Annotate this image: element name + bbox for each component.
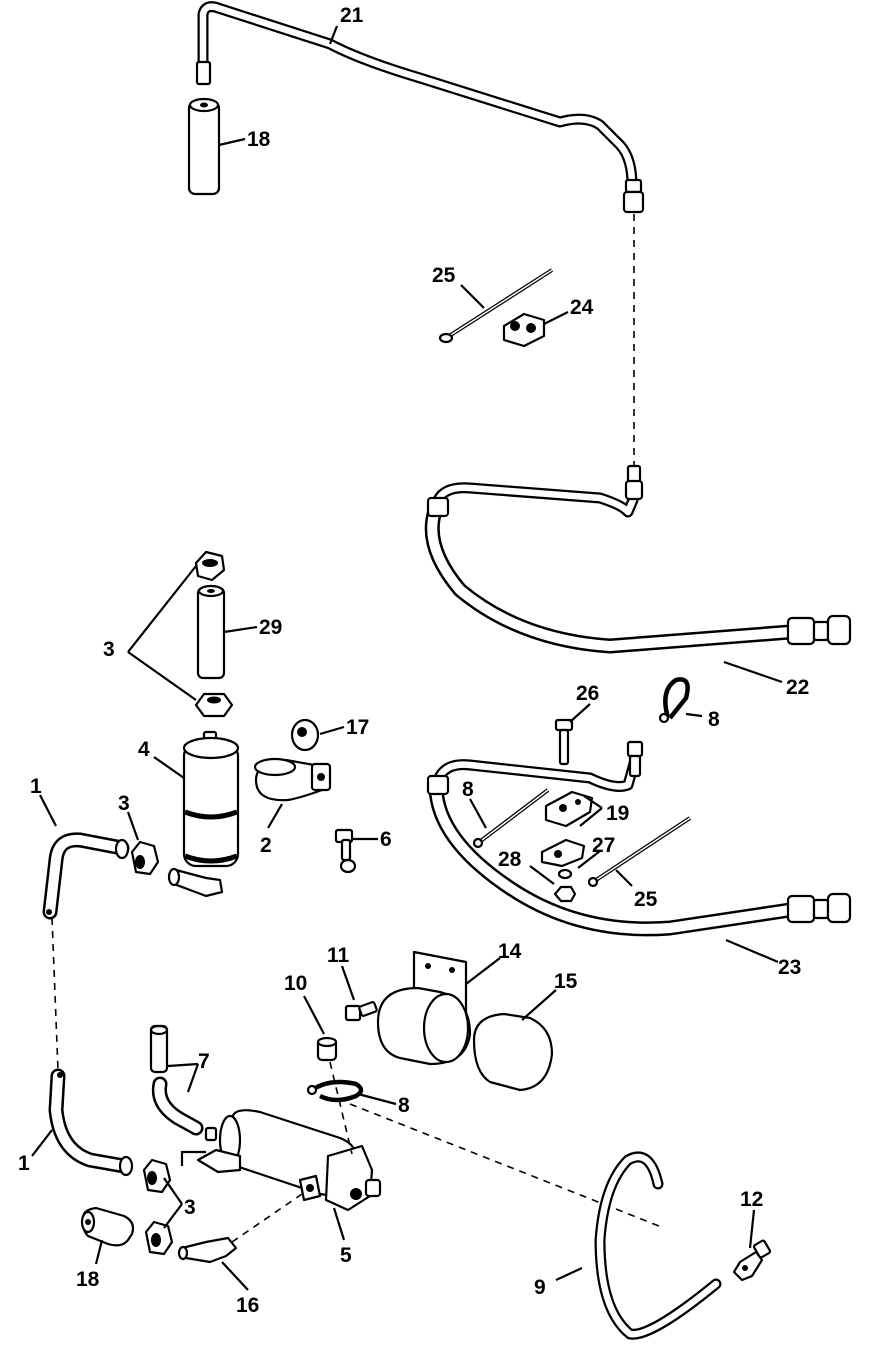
elbow-hose-1-top bbox=[42, 832, 130, 920]
callout-25-lower: 25 bbox=[634, 888, 658, 911]
assembly-line-pump-10 bbox=[329, 1061, 353, 1155]
vent-hose-9 bbox=[594, 1151, 722, 1340]
hose-29 bbox=[196, 584, 226, 680]
hose-clamp-19 bbox=[540, 790, 594, 868]
callout-26: 26 bbox=[576, 682, 599, 705]
callout-1-top: 1 bbox=[30, 775, 42, 798]
spacer-17 bbox=[290, 718, 320, 752]
callout-18-top: 18 bbox=[247, 128, 271, 151]
callout-7: 7 bbox=[198, 1050, 210, 1073]
screw-6 bbox=[334, 828, 357, 874]
fitting-12 bbox=[732, 1239, 772, 1282]
pump-bracket-14 bbox=[376, 950, 472, 1066]
callout-3-bottom: 3 bbox=[184, 1196, 196, 1219]
callout-17: 17 bbox=[346, 716, 369, 739]
fitting-3-lower bbox=[194, 692, 234, 718]
hose-clip-8-lower bbox=[306, 1079, 364, 1103]
hose-sleeve-18-bottom bbox=[80, 1206, 135, 1247]
bolt-26 bbox=[554, 718, 574, 766]
callout-28: 28 bbox=[498, 848, 522, 871]
assembly-line-hose-1 bbox=[51, 917, 59, 1071]
callout-21: 21 bbox=[340, 4, 364, 27]
mounting-clamp-2 bbox=[253, 757, 332, 802]
callout-23: 23 bbox=[778, 956, 801, 979]
fuel-filter-4 bbox=[167, 730, 240, 898]
callout-10: 10 bbox=[284, 972, 307, 995]
elbow-fitting-16 bbox=[177, 1236, 238, 1264]
fuel-hose-23 bbox=[426, 740, 852, 937]
callout-11: 11 bbox=[327, 944, 350, 967]
callout-12: 12 bbox=[740, 1188, 763, 1211]
callout-8-lower: 8 bbox=[398, 1094, 410, 1117]
fitting-3-bottom-b bbox=[144, 1220, 174, 1256]
clamp-block-24 bbox=[502, 312, 546, 348]
callout-9: 9 bbox=[534, 1276, 546, 1299]
callout-22: 22 bbox=[786, 676, 809, 699]
callout-27: 27 bbox=[592, 834, 615, 857]
cable-tie-8-middle bbox=[472, 788, 550, 849]
callout-4: 4 bbox=[138, 738, 150, 761]
washer-27 bbox=[557, 868, 573, 880]
fitting-3-middle bbox=[130, 840, 160, 876]
callout-labels: 21 18 25 24 3 29 4 17 1 3 2 6 22 26 8 8 … bbox=[18, 4, 809, 1317]
cap-10 bbox=[316, 1036, 338, 1062]
callout-8-middle: 8 bbox=[462, 778, 474, 801]
hoses-7 bbox=[149, 1024, 204, 1136]
fuel-pump-5 bbox=[196, 1109, 382, 1212]
callout-2: 2 bbox=[260, 834, 272, 857]
cable-tie-25-lower bbox=[587, 816, 692, 888]
fitting-3-bottom-a bbox=[142, 1158, 172, 1194]
callout-18-bottom: 18 bbox=[76, 1268, 100, 1291]
fitting-3-top bbox=[194, 550, 226, 582]
insulator-sleeve-15 bbox=[472, 1012, 554, 1092]
callout-19: 19 bbox=[606, 802, 629, 825]
callout-15: 15 bbox=[554, 970, 578, 993]
elbow-hose-1-bottom bbox=[48, 1068, 134, 1177]
leader-lines bbox=[31, 25, 783, 1291]
fuel-hose-22 bbox=[424, 464, 852, 654]
assembly-line-pump-9 bbox=[349, 1103, 665, 1229]
callout-3-middle: 3 bbox=[118, 792, 130, 815]
assembly-line-pump-16 bbox=[231, 1193, 303, 1243]
callout-14: 14 bbox=[498, 940, 522, 963]
callout-8-right: 8 bbox=[708, 708, 720, 731]
callout-25-top: 25 bbox=[432, 264, 456, 287]
hose-sleeve-18-top bbox=[187, 97, 221, 196]
callout-1-bottom: 1 bbox=[18, 1152, 30, 1175]
callout-16: 16 bbox=[236, 1294, 259, 1317]
callout-24: 24 bbox=[570, 296, 594, 319]
fuel-line-21 bbox=[195, 1, 645, 214]
nut-28 bbox=[553, 885, 577, 903]
hose-clip-8-right bbox=[658, 677, 690, 724]
callout-6: 6 bbox=[380, 828, 392, 851]
screw-11 bbox=[344, 1001, 378, 1022]
cable-tie-25-top bbox=[438, 268, 554, 344]
callout-29: 29 bbox=[259, 616, 282, 639]
callout-3-top: 3 bbox=[103, 638, 115, 661]
callout-5: 5 bbox=[340, 1244, 352, 1267]
connector-bracket bbox=[180, 1150, 206, 1166]
